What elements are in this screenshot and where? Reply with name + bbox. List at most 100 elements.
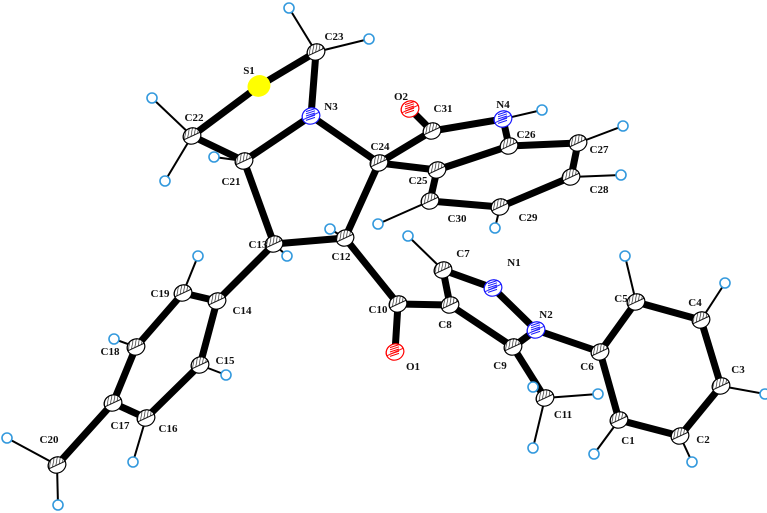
bond-N2-C6 xyxy=(534,326,602,356)
hydrogen-atom xyxy=(527,442,539,454)
hydrogen-atom xyxy=(159,175,171,187)
atom-label: C3 xyxy=(731,364,745,376)
bond-C16-C15 xyxy=(143,362,203,421)
atom-label: C30 xyxy=(448,213,467,225)
bond-C27-C26 xyxy=(508,139,579,150)
bond-C1-C6 xyxy=(596,351,623,421)
atom-N1 xyxy=(483,279,503,297)
atom-label: C11 xyxy=(554,409,572,421)
hydrogen-atom xyxy=(719,277,731,289)
atom-C3 xyxy=(711,377,731,395)
atom-C2 xyxy=(670,427,690,445)
atom-label: C8 xyxy=(438,319,452,331)
atom-S1 xyxy=(247,75,271,97)
bond-C2-C1 xyxy=(618,416,681,440)
bond-C12-C10 xyxy=(342,235,401,307)
atom-label: N1 xyxy=(507,257,520,269)
bond-C17-C20 xyxy=(54,400,116,468)
atom-label: N3 xyxy=(324,101,338,113)
atom-label: C15 xyxy=(216,355,235,367)
hydrogen-atom xyxy=(592,388,604,400)
atom-label: C27 xyxy=(590,144,609,156)
atom-C23 xyxy=(306,43,326,61)
hydrogen-atom xyxy=(208,151,220,163)
atom-label: C7 xyxy=(456,248,470,260)
atom-label: N2 xyxy=(539,309,553,321)
atom-label: C9 xyxy=(493,360,507,372)
atom-C12 xyxy=(335,229,355,247)
hydrogen-atom xyxy=(220,369,232,381)
hydrogen-atom xyxy=(281,250,293,262)
hydrogen-atom xyxy=(617,120,629,132)
bond-C30-C29 xyxy=(429,197,501,211)
hydrogen-atom xyxy=(402,230,414,242)
bond-C15-C14 xyxy=(196,300,221,366)
atom-label: C24 xyxy=(371,141,390,153)
hydrogen-atom xyxy=(363,33,375,45)
atom-label: C31 xyxy=(434,103,453,115)
atom-label: C25 xyxy=(409,175,428,187)
bond-C13-C14 xyxy=(214,241,277,304)
atom-O1 xyxy=(385,343,405,361)
atom-O2 xyxy=(400,100,420,118)
hydrogen-atom xyxy=(324,223,336,235)
hydrogen-atom xyxy=(146,92,158,104)
bond-C18-C17 xyxy=(109,345,140,405)
atom-label: C17 xyxy=(111,420,130,432)
hydrogen-atom xyxy=(759,388,767,400)
bond-C4-C3 xyxy=(697,318,725,388)
hydrogen-atom xyxy=(588,448,600,460)
heavy-atoms xyxy=(47,43,731,474)
atom-N2 xyxy=(526,321,546,339)
atom-label: C29 xyxy=(519,212,538,224)
atom-C10 xyxy=(388,295,408,313)
atom-C16 xyxy=(136,409,156,427)
atom-label: C21 xyxy=(222,176,241,188)
bond-N1-N2 xyxy=(490,285,539,333)
atom-C7 xyxy=(433,261,453,279)
bond-C31-N4 xyxy=(431,115,504,135)
atom-label: C2 xyxy=(696,434,710,446)
atom-label: C14 xyxy=(233,305,252,317)
atom-label: C20 xyxy=(40,434,59,446)
atom-C13 xyxy=(264,235,284,253)
bond-C19-C18 xyxy=(133,290,186,350)
atom-C29 xyxy=(490,198,510,216)
bond-C5-C4 xyxy=(635,298,702,324)
atom-label: C28 xyxy=(590,184,609,196)
bond-C13-C12 xyxy=(273,234,346,248)
hydrogen-atom xyxy=(127,456,139,468)
atom-C21 xyxy=(234,152,254,170)
bond-C22-C21 xyxy=(190,132,246,165)
atom-C19 xyxy=(173,284,193,302)
atom-C25 xyxy=(427,161,447,179)
atom-label: N4 xyxy=(496,99,510,111)
atom-label: C22 xyxy=(185,112,204,124)
atom-label: C12 xyxy=(332,251,351,263)
atom-C27 xyxy=(568,134,588,152)
bond-C26-C25 xyxy=(435,142,511,174)
atom-label: S1 xyxy=(243,65,255,77)
hydrogen-atom xyxy=(283,2,295,14)
bond-C3-C2 xyxy=(677,383,724,439)
hydrogen-bond xyxy=(6,437,58,466)
atom-C1 xyxy=(609,411,629,429)
hydrogen-atom xyxy=(489,222,501,234)
bond-C24-C31 xyxy=(377,128,434,166)
atom-C24 xyxy=(369,154,389,172)
atom-C5 xyxy=(626,293,646,311)
hydrogen-atom xyxy=(619,250,631,262)
hydrogen-atom xyxy=(686,456,698,468)
hydrogen-atom xyxy=(615,169,627,181)
atom-label: O1 xyxy=(406,361,420,373)
atom-label: C10 xyxy=(369,304,388,316)
bond-C21-C13 xyxy=(240,159,278,246)
bond-S1-C22 xyxy=(189,83,262,139)
bond-C29-C28 xyxy=(498,173,573,211)
atom-C11 xyxy=(535,389,555,407)
atom-label: C5 xyxy=(614,293,628,305)
